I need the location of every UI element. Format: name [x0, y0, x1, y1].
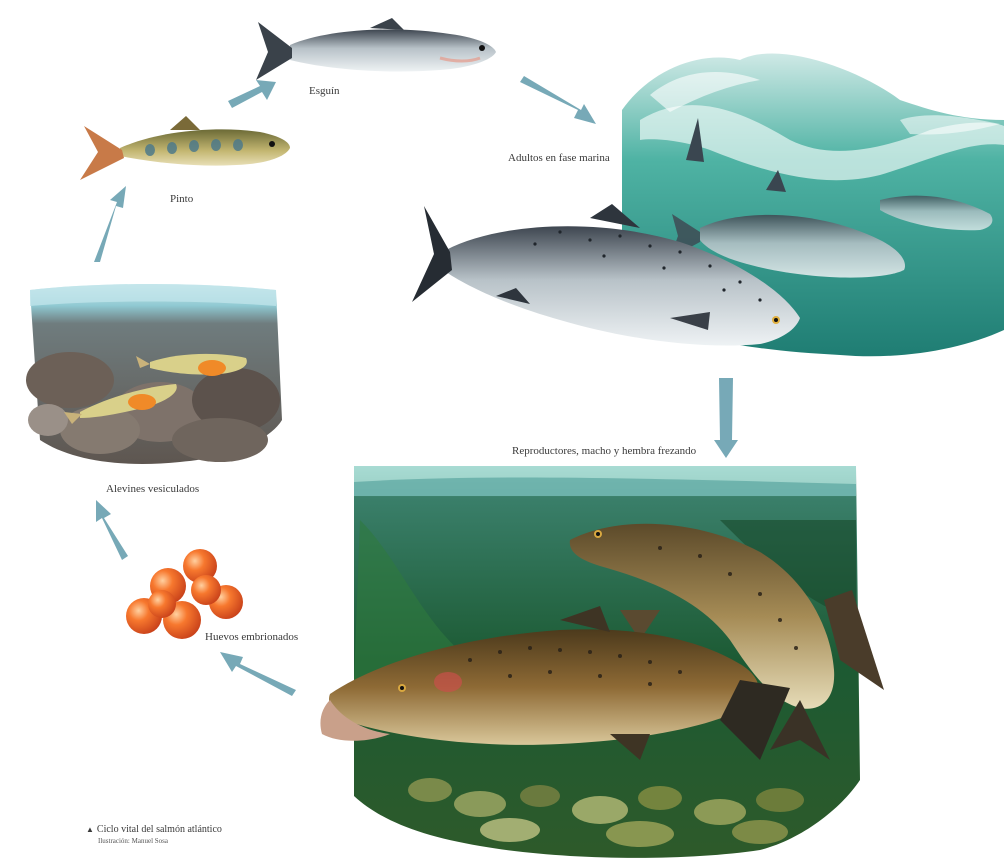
stage-label-reproductores: Reproductores, macho y hembra frezando [512, 445, 696, 458]
stage-label-pinto: Pinto [170, 193, 193, 206]
stage-label-adultos: Adultos en fase marina [508, 152, 610, 165]
caption-credit: Ilustración: Manuel Sosa [98, 836, 222, 846]
spawning-scene [320, 466, 884, 858]
stage-label-alevines: Alevines vesiculados [106, 483, 199, 496]
parr-illustration [80, 116, 290, 180]
arrow-reproductores-to-huevos [220, 652, 296, 696]
arrow-huevos-to-alevines [96, 500, 128, 560]
stage-label-esguin: Esguín [309, 85, 340, 98]
eggs-illustration [126, 549, 243, 639]
arrow-pinto-to-esguin [228, 80, 276, 108]
alevin-scene [26, 284, 282, 464]
stage-label-huevos: Huevos embrionados [205, 631, 298, 644]
arrow-esguin-to-adultos [520, 76, 596, 124]
arrow-alevines-to-pinto [94, 186, 126, 262]
triangle-marker-icon: ▲ [86, 825, 94, 834]
arrow-adultos-to-reproductores [714, 378, 738, 458]
smolt-illustration [256, 18, 496, 80]
figure-caption: ▲Ciclo vital del salmón atlántico Ilustr… [86, 824, 222, 846]
caption-title: Ciclo vital del salmón atlántico [97, 824, 222, 835]
